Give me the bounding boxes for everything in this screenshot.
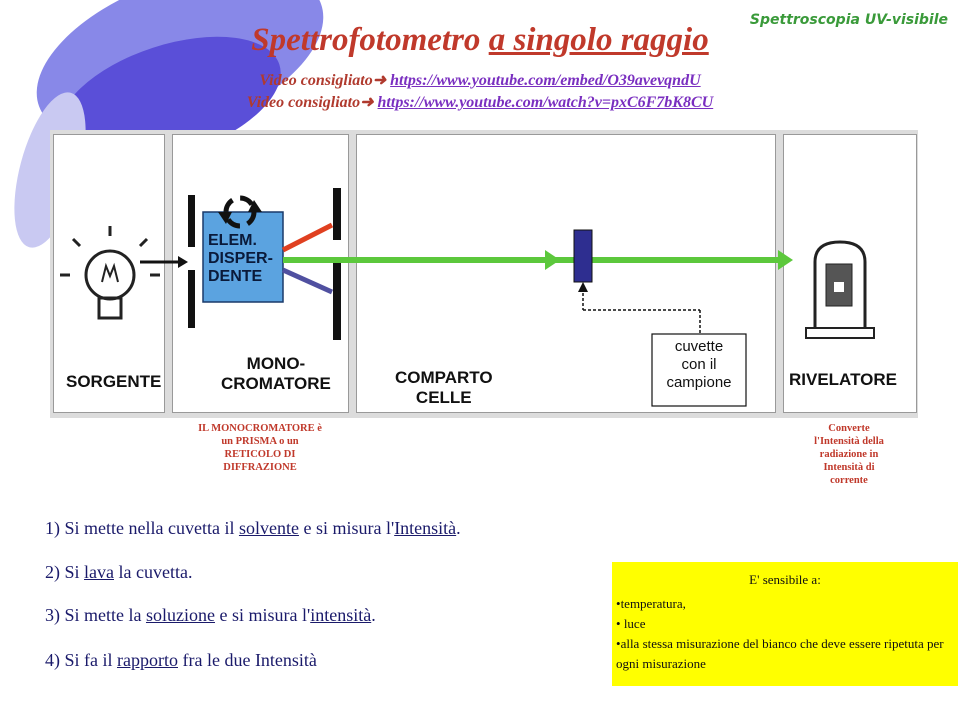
sorgente-panel xyxy=(53,134,165,413)
cuvette xyxy=(573,229,593,283)
rivelatore-label: RIVELATORE xyxy=(789,370,897,389)
cuvette-label: cuvette con il campione xyxy=(666,338,732,391)
note-list: •temperatura, • luce •alla stessa misura… xyxy=(616,594,954,674)
detector-icon xyxy=(805,240,875,339)
exit-slit xyxy=(333,258,341,340)
entrance-slit xyxy=(188,270,195,328)
note-item: •temperatura, xyxy=(616,596,686,611)
title-prefix: Spettrofotometro xyxy=(251,22,489,58)
monocromatore-caption: IL MONOCROMATORE è un PRISMA o un RETICO… xyxy=(198,423,322,473)
monocromatore-label: MONO- CROMATORE xyxy=(221,354,331,393)
red-beam xyxy=(281,222,334,253)
step-item: 1) Si mette nella cuvetta il solvente e … xyxy=(45,518,461,538)
rivelatore-caption: Converte l'Intensità della radiazione in… xyxy=(814,423,884,486)
arrow-icon: ➜ xyxy=(372,72,387,89)
step-item: 3) Si mette la soluzione e si misura l'i… xyxy=(45,605,376,625)
video-link[interactable]: https://www.youtube.com/watch?v=pxC6F7bK… xyxy=(377,94,714,111)
element-label: ELEM. DISPER- DENTE xyxy=(208,232,273,285)
dispersing-element xyxy=(202,211,284,303)
step-item: 2) Si lava la cuvetta. xyxy=(45,562,193,582)
step-item: 4) Si fa il rapporto fra le due Intensit… xyxy=(45,650,317,670)
video-label: Video consigliato xyxy=(246,94,361,111)
video-label: Video consigliato xyxy=(259,72,373,89)
sorgente-label: SORGENTE xyxy=(66,372,162,391)
cuvette-label-box xyxy=(651,333,747,407)
comparto-label: COMPARTO CELLE xyxy=(395,368,493,407)
header-tag: Spettroscopia UV-visibile xyxy=(749,12,948,28)
sensitivity-note: E' sensibile a: •temperatura, • luce •al… xyxy=(612,562,958,686)
note-item: • luce xyxy=(616,616,646,631)
light-bulb-icon xyxy=(60,226,160,320)
title-underlined: a singolo raggio xyxy=(488,22,709,58)
video-link-line: Video consigliato➜ https://www.youtube.c… xyxy=(0,92,960,112)
note-item: •alla stessa misurazione del bianco che … xyxy=(616,636,944,671)
rotate-icon xyxy=(218,195,262,229)
video-link-line: Video consigliato➜ https://www.youtube.c… xyxy=(0,70,960,90)
exit-slit xyxy=(333,188,341,240)
entrance-slit xyxy=(188,195,195,247)
note-heading: E' sensibile a: xyxy=(749,572,821,587)
arrow-icon: ➜ xyxy=(360,94,374,111)
blue-beam xyxy=(281,267,334,295)
page-title: Spettrofotometro a singolo raggio xyxy=(0,22,960,59)
video-link[interactable]: https://www.youtube.com/embed/O39avevqnd… xyxy=(390,72,701,89)
